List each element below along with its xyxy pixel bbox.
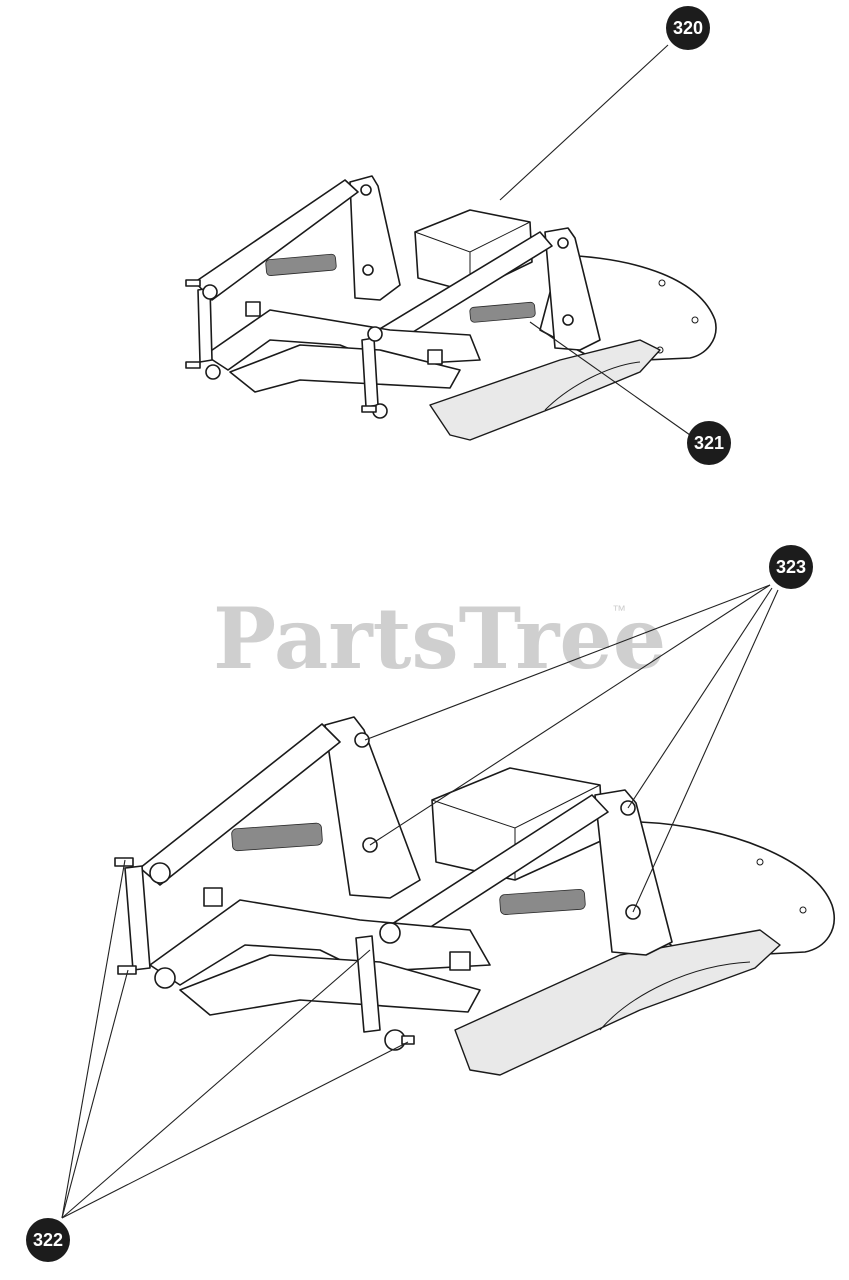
callout-321[interactable]: 321: [687, 421, 731, 465]
callout-320[interactable]: 320: [666, 6, 710, 50]
leader-323-c: [627, 587, 773, 809]
right-tower-bottom: [594, 789, 673, 956]
leader-321: [529, 321, 691, 436]
deck-plate-bottom: [619, 821, 835, 959]
watermark: PartsTree ™: [213, 589, 666, 688]
lower-frame-bottom: [149, 899, 491, 986]
front-bar-top: [229, 344, 461, 393]
leader-323-d: [632, 589, 779, 913]
callout-322[interactable]: 322: [26, 1218, 70, 1262]
skid-top: [429, 339, 661, 441]
spring-right-bottom: [499, 888, 586, 915]
spring-left-bottom: [231, 822, 323, 852]
callout-322-label: 322: [33, 1230, 63, 1250]
assembly-top: [185, 175, 717, 441]
leader-322-a: [61, 859, 126, 1219]
watermark-trademark: ™: [612, 602, 626, 618]
leader-320: [499, 44, 669, 201]
callout-320-label: 320: [673, 18, 703, 38]
leader-lines: [61, 44, 779, 1219]
skid-bottom: [454, 929, 781, 1076]
left-tower-top: [349, 175, 401, 301]
watermark-text: PartsTree: [213, 589, 666, 688]
leader-323-b: [369, 584, 771, 846]
left-tower-bottom: [324, 716, 421, 899]
link-left-bottom: [124, 865, 151, 971]
upper-arm-left-top: [194, 179, 359, 301]
spring-right-top: [469, 301, 536, 323]
leader-322-c: [61, 949, 371, 1219]
callout-321-label: 321: [694, 433, 724, 453]
upper-arm-left-bottom: [139, 723, 341, 886]
leader-322-b: [61, 969, 129, 1219]
assembly-bottom: [114, 716, 835, 1076]
callout-323[interactable]: 323: [769, 545, 813, 589]
right-tower-top: [544, 227, 601, 351]
leader-323-a: [364, 584, 771, 741]
link-right-bottom: [355, 935, 381, 1033]
callout-323-label: 323: [776, 557, 806, 577]
leader-322-d: [61, 1041, 409, 1219]
spring-left-top: [265, 253, 337, 276]
